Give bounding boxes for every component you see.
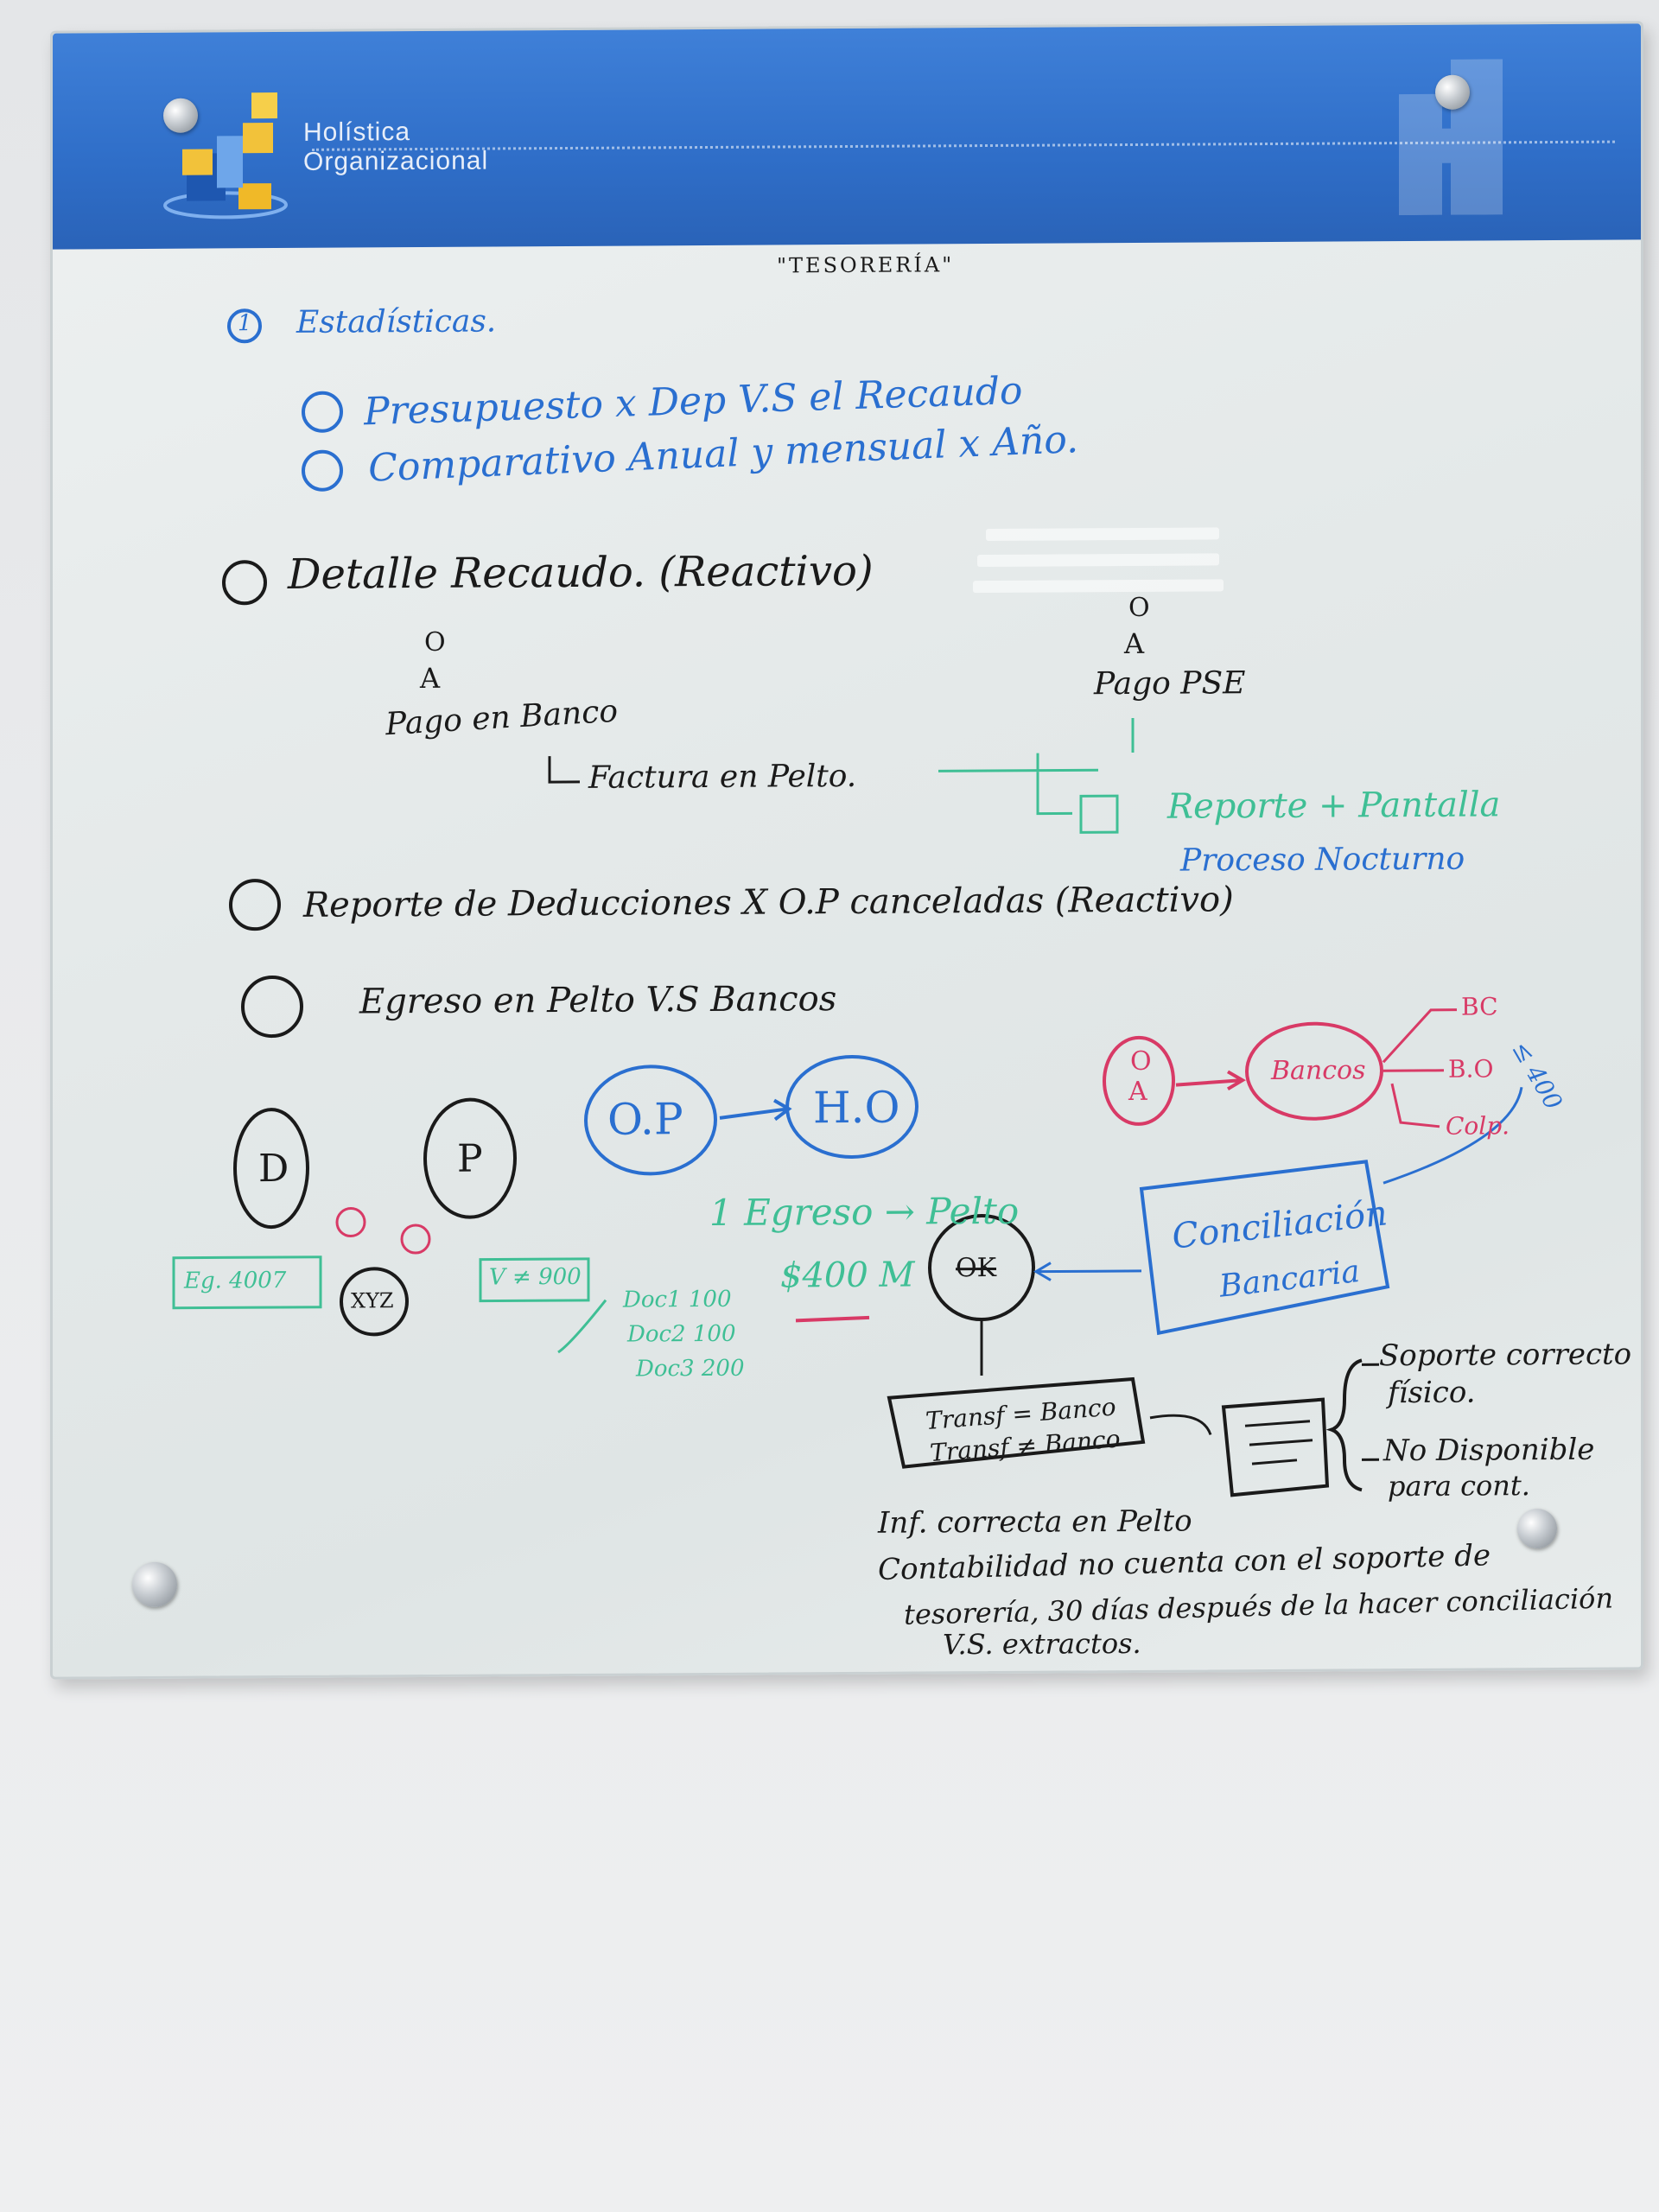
a-right: A <box>1124 626 1145 661</box>
document-icon <box>1221 1397 1330 1497</box>
transf-box <box>887 1376 1146 1469</box>
branch-bc: BC <box>1461 992 1498 1021</box>
soporte-line-2: físico. <box>1388 1375 1476 1411</box>
factura-pelto: Factura en Pelto. <box>588 758 857 796</box>
conciliacion-curve <box>1382 1086 1523 1185</box>
v-label: V ≠ 900 <box>489 1263 582 1291</box>
section-1-number: 1 <box>238 310 252 337</box>
ho-label: H.O <box>813 1082 900 1134</box>
oa-bancos-arrow <box>1175 1070 1246 1091</box>
transf-connector <box>1149 1414 1212 1435</box>
oa-circle <box>1103 1035 1175 1126</box>
branch-colp: Colp. <box>1446 1111 1510 1141</box>
red-mark-1 <box>335 1207 366 1238</box>
monto: $400 M <box>780 1255 915 1296</box>
doc-3: Doc3 200 <box>636 1355 745 1382</box>
whiteboard: Holística Organizacional <box>50 21 1643 1680</box>
conciliacion-ok-arrow <box>1033 1262 1141 1281</box>
eg-label: Eg. 4007 <box>184 1267 287 1294</box>
board-strokes <box>172 308 1523 1497</box>
proceso-nocturno: Proceso Nocturno <box>1180 841 1465 879</box>
pago-pse: Pago PSE <box>1094 665 1246 702</box>
reporte-pantalla: Reporte + Pantalla <box>1167 785 1501 827</box>
board-title: "TESORERÍA" <box>777 252 955 278</box>
bancos-label: Bancos <box>1271 1055 1366 1087</box>
brace <box>1325 1358 1363 1492</box>
d-label: D <box>258 1146 289 1192</box>
sub-1-circle <box>302 391 343 433</box>
note-1: Inf. correcta en Pelto <box>878 1503 1192 1541</box>
soporte-line-1: Soporte correcto <box>1379 1337 1632 1374</box>
bancos-branches <box>1382 1008 1457 1128</box>
doc-1: Doc1 100 <box>623 1286 732 1313</box>
eg-box <box>172 1255 322 1310</box>
nodisp-line-1: No Disponible <box>1383 1432 1595 1469</box>
conciliacion-box <box>1139 1160 1390 1336</box>
section-4-label: Egreso en Pelto V.S Bancos <box>359 979 837 1022</box>
red-underline <box>795 1315 870 1323</box>
branch-bbo: B.O <box>1448 1054 1494 1084</box>
op-circle <box>584 1065 717 1176</box>
red-mark-2 <box>400 1224 431 1255</box>
section-1-label: Estadísticas. <box>296 303 497 340</box>
p-circle <box>423 1097 517 1219</box>
op-ho-arrow <box>719 1098 792 1122</box>
note-2c: V.S. extractos. <box>943 1626 1141 1662</box>
bancos-circle <box>1245 1021 1383 1121</box>
section-2-circle <box>222 560 267 606</box>
ok-label: OK <box>956 1252 997 1284</box>
section-3-circle <box>229 879 281 931</box>
pse-box-icon <box>1079 794 1119 834</box>
a-left: A <box>420 661 441 696</box>
factura-arrow <box>548 756 580 784</box>
oa-o: O <box>1130 1046 1152 1077</box>
pse-line <box>938 717 1135 816</box>
o-left: O <box>424 626 446 658</box>
section-4-circle <box>241 976 303 1039</box>
nodisp-line-2: para cont. <box>1388 1469 1530 1503</box>
p-label: P <box>457 1136 483 1181</box>
xyz-circle <box>340 1267 409 1337</box>
oa-a: A <box>1128 1076 1147 1108</box>
doc-2: Doc2 100 <box>627 1320 736 1348</box>
o-right: O <box>1128 592 1150 624</box>
d-circle <box>233 1108 309 1230</box>
v-box <box>479 1257 590 1303</box>
section-2-label: Detalle Recaudo. (Reactivo) <box>288 546 874 599</box>
egreso-pelto: 1 Egreso → Pelto <box>709 1189 1020 1234</box>
section-3-label: Reporte de Deducciones X O.P canceladas … <box>303 880 1234 925</box>
sub-2-circle <box>302 449 343 492</box>
section-1-circle <box>227 308 262 344</box>
op-label: O.P <box>607 1094 683 1145</box>
green-check <box>557 1299 607 1354</box>
xyz-label: XYZ <box>351 1288 394 1313</box>
holistica-logo-icon <box>163 92 288 219</box>
